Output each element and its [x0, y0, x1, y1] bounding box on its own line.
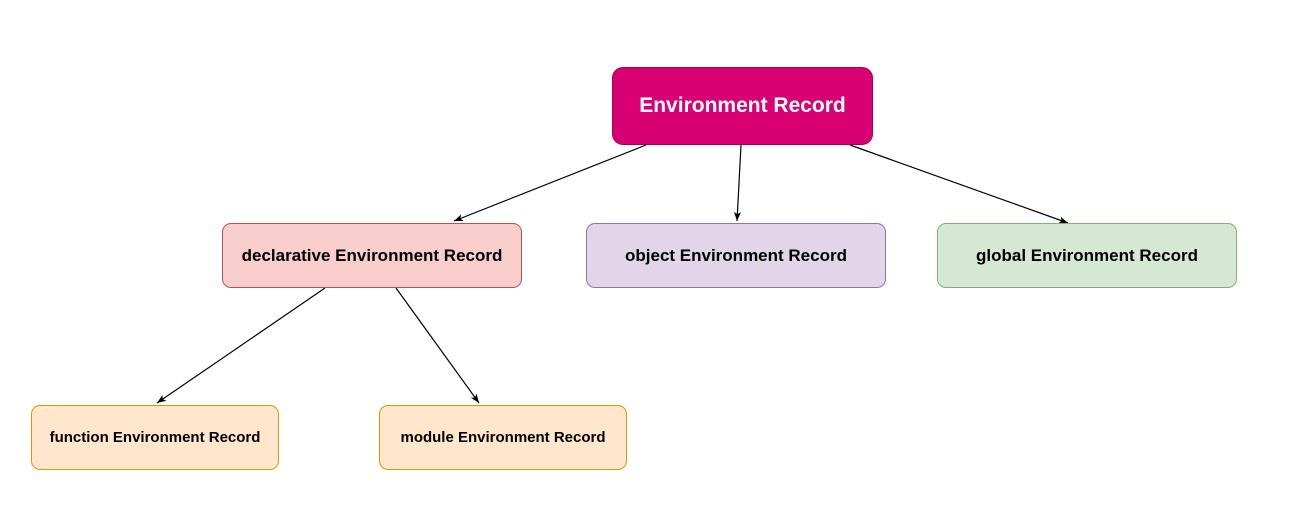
node-environment-record[interactable]: Environment Record: [612, 67, 873, 145]
node-label: global Environment Record: [976, 245, 1198, 265]
node-label: Environment Record: [639, 94, 846, 117]
node-object-environment-record[interactable]: object Environment Record: [586, 223, 886, 288]
node-declarative-environment-record[interactable]: declarative Environment Record: [222, 223, 522, 288]
edge-declarative-to-function: [156, 287, 326, 404]
edge-root-to-object: [733, 144, 742, 222]
node-global-environment-record[interactable]: global Environment Record: [937, 223, 1237, 288]
node-label: module Environment Record: [400, 429, 606, 446]
node-function-environment-record[interactable]: function Environment Record: [31, 405, 279, 470]
node-label: function Environment Record: [49, 429, 261, 446]
edge-root-to-global: [849, 144, 1069, 224]
node-label: declarative Environment Record: [241, 245, 503, 265]
node-module-environment-record[interactable]: module Environment Record: [379, 405, 627, 470]
node-label: object Environment Record: [625, 245, 847, 265]
edge-root-to-declarative: [453, 144, 647, 222]
edge-declarative-to-module: [395, 287, 480, 404]
